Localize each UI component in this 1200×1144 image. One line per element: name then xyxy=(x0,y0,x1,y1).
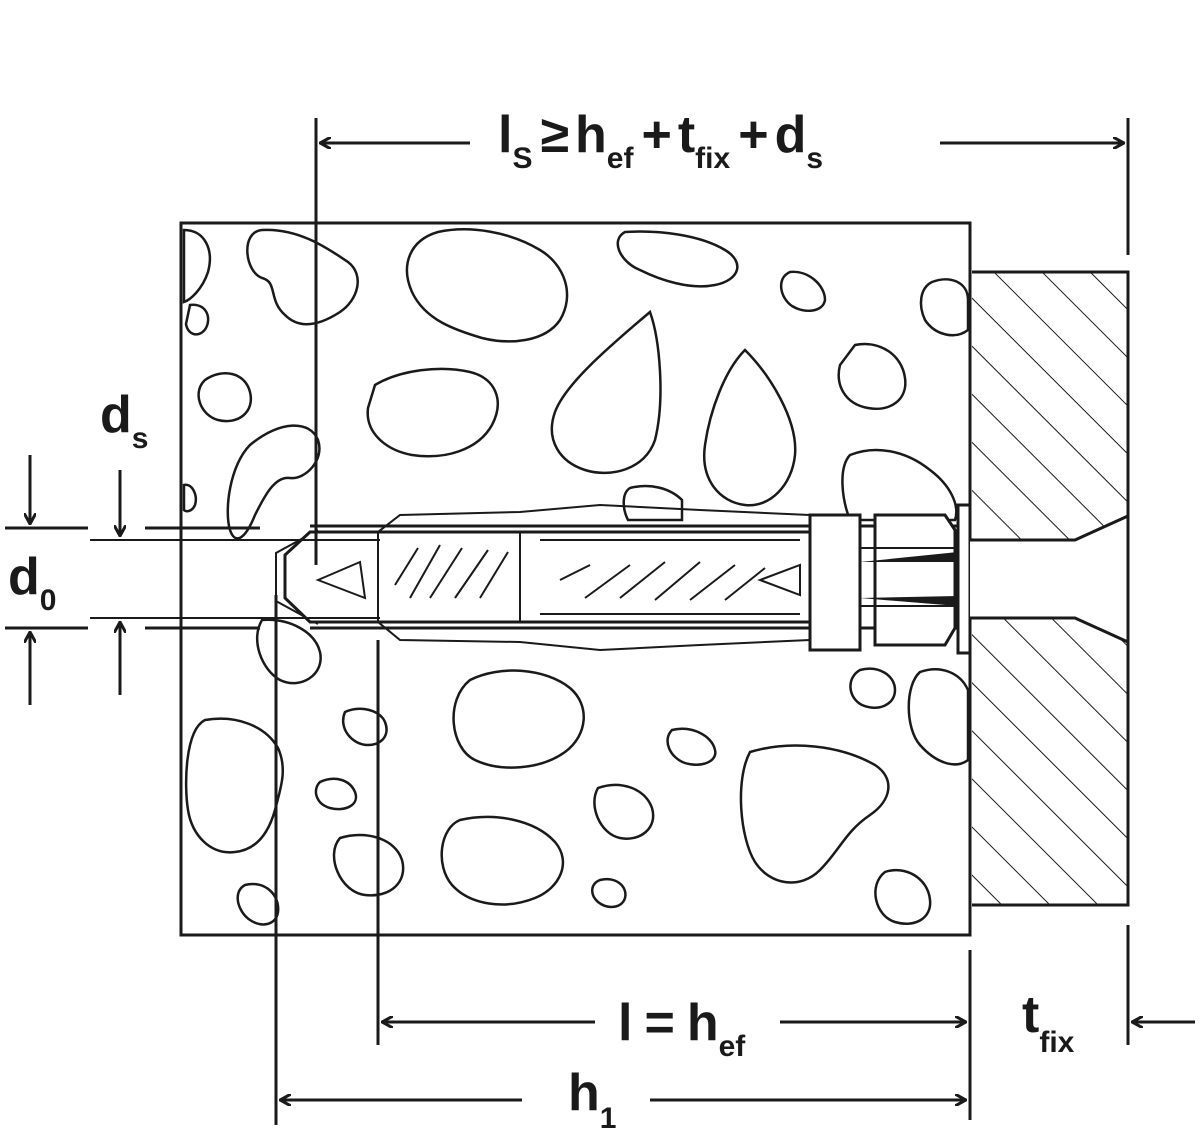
aggregate-stones xyxy=(182,228,970,926)
plug-anchor xyxy=(283,503,957,652)
dimension-tfix xyxy=(1126,925,1195,1045)
label-d0: d0 xyxy=(8,548,56,617)
label-tfix: tfix xyxy=(1022,986,1075,1059)
dimension-l-hef xyxy=(376,640,972,1120)
fixture-plate xyxy=(972,270,1130,907)
label-h1: h1 xyxy=(568,1064,616,1135)
label-l-hef: l=hef xyxy=(618,994,746,1063)
dimension-h1 xyxy=(274,595,966,1125)
dimension-ls xyxy=(314,118,1130,565)
label-ds: ds xyxy=(100,386,148,455)
label-ls-formula: lS≥hef+tfix+ds xyxy=(498,106,823,175)
screw xyxy=(860,503,1130,655)
dimension-ds-d0 xyxy=(5,455,380,705)
